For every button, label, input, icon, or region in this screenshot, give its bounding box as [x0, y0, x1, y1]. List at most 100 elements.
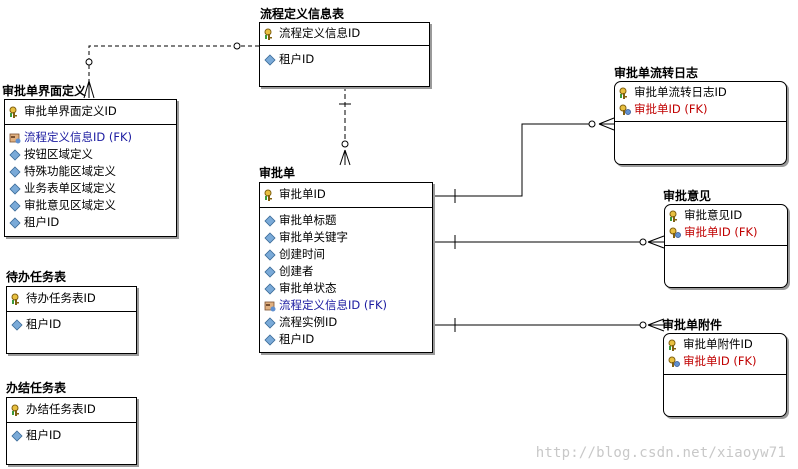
rel-approval-opinion [432, 235, 665, 249]
attr-row: 审批单标题 [264, 212, 337, 229]
pk-row: 审批单流转日志ID [619, 84, 727, 101]
attribute-icon [9, 216, 21, 229]
entity-box: 审批单附件ID 审批单ID (FK) [663, 333, 787, 417]
foreign-key-icon [669, 227, 681, 239]
attr-label: 租户ID [26, 317, 62, 331]
pk-label: 办结任务表ID [26, 402, 96, 416]
divider [260, 207, 432, 208]
fk-label: 审批单ID (FK) [683, 354, 757, 368]
entity-box: 审批意见ID 审批单ID (FK) [664, 204, 788, 288]
key-icon [668, 339, 680, 351]
pk-label: 待办任务表ID [26, 291, 96, 305]
foreign-key-icon [9, 132, 21, 144]
key-icon [9, 106, 21, 118]
entity-title: 审批意见 [663, 189, 712, 203]
entity-title: 审批单流转日志 [614, 66, 699, 80]
attr-label: 按钮区域定义 [24, 147, 93, 161]
fk-pk-row: 审批单ID (FK) [668, 353, 757, 370]
rel-approval-attachment [432, 318, 665, 332]
entity-title: 办结任务表 [6, 381, 67, 395]
divider [5, 124, 176, 125]
attribute-icon [264, 53, 276, 66]
attribute-icon [264, 282, 276, 295]
entity-box: 待办任务表ID 租户ID [6, 286, 137, 354]
attribute-icon [9, 182, 21, 195]
key-icon [264, 189, 276, 201]
attr-row: 按钮区域定义 [9, 146, 93, 163]
attr-row: 审批意见区域定义 [9, 197, 116, 214]
fk-row: 流程定义信息ID (FK) [9, 129, 132, 146]
attribute-icon [264, 316, 276, 329]
attribute-icon [264, 248, 276, 261]
attribute-icon [9, 199, 21, 212]
pk-label: 审批单ID [279, 187, 326, 201]
attr-row: 租户ID [11, 316, 61, 333]
entity-box: 审批单界面定义ID 流程定义信息ID (FK) 按钮区域定义 特殊功能区域定义 … [4, 99, 177, 237]
attribute-icon [9, 165, 21, 178]
attribute-icon [9, 148, 21, 161]
divider [7, 311, 136, 312]
fk-pk-row: 审批单ID (FK) [619, 101, 708, 118]
attr-row: 创建者 [264, 263, 314, 280]
key-icon [619, 87, 631, 99]
divider [7, 422, 136, 423]
rel-process-def-approval [339, 86, 351, 166]
pk-row: 审批单附件ID [668, 336, 753, 353]
attr-label: 审批意见区域定义 [24, 198, 116, 212]
attr-label: 审批单关键字 [279, 230, 348, 244]
attribute-icon [11, 318, 23, 331]
pk-label: 审批单附件ID [683, 337, 753, 351]
entity-box: 流程定义信息ID 租户ID [259, 22, 430, 87]
foreign-key-icon [668, 356, 680, 368]
pk-row: 流程定义信息ID [264, 25, 360, 42]
fk-row: 流程定义信息ID (FK) [264, 297, 387, 314]
attr-label: 特殊功能区域定义 [24, 164, 116, 178]
divider [615, 121, 786, 122]
attr-row: 业务表单区域定义 [9, 180, 116, 197]
attribute-icon [11, 429, 23, 442]
pk-label: 流程定义信息ID [279, 26, 361, 40]
attr-label: 租户ID [24, 215, 60, 229]
fk-label: 审批单ID (FK) [634, 102, 708, 116]
attr-row: 审批单关键字 [264, 229, 348, 246]
attr-label: 租户ID [279, 332, 315, 346]
entity-title: 审批单附件 [662, 318, 723, 332]
divider [665, 245, 787, 246]
pk-label: 审批单流转日志ID [634, 85, 727, 99]
attr-row: 特殊功能区域定义 [9, 163, 116, 180]
key-icon [669, 210, 681, 222]
attr-row: 审批单状态 [264, 280, 337, 297]
rel-approval-flow-log [432, 117, 615, 203]
foreign-key-icon [619, 104, 631, 116]
attribute-icon [264, 265, 276, 278]
fk-label: 流程定义信息ID (FK) [24, 130, 133, 144]
watermark: http://blog.csdn.net/xiaoyw71 [535, 445, 786, 461]
foreign-key-icon [264, 300, 276, 312]
attr-row: 租户ID [264, 331, 314, 348]
fk-pk-row: 审批单ID (FK) [669, 224, 758, 241]
entity-title: 审批单界面定义 [2, 84, 87, 98]
attr-row: 租户ID [11, 427, 61, 444]
attr-label: 审批单标题 [279, 213, 337, 227]
pk-label: 审批意见ID [684, 208, 743, 222]
attr-label: 审批单状态 [279, 281, 337, 295]
entity-box: 审批单ID 审批单标题 审批单关键字 创建时间 创建者 审批单状态 [259, 182, 433, 353]
attr-row: 租户ID [9, 214, 59, 231]
attr-row: 创建时间 [264, 246, 325, 263]
attribute-icon [264, 231, 276, 244]
key-icon [11, 404, 23, 416]
pk-row: 办结任务表ID [11, 401, 96, 418]
attr-row: 租户ID [264, 51, 314, 68]
pk-row: 审批单界面定义ID [9, 103, 117, 120]
attr-label: 租户ID [279, 52, 315, 66]
key-icon [11, 293, 23, 305]
attr-label: 业务表单区域定义 [24, 181, 116, 195]
divider [664, 374, 786, 375]
attr-label: 创建者 [279, 264, 314, 278]
pk-row: 待办任务表ID [11, 290, 96, 307]
entity-title: 待办任务表 [6, 270, 67, 284]
attribute-icon [264, 214, 276, 227]
attr-label: 创建时间 [279, 247, 325, 261]
